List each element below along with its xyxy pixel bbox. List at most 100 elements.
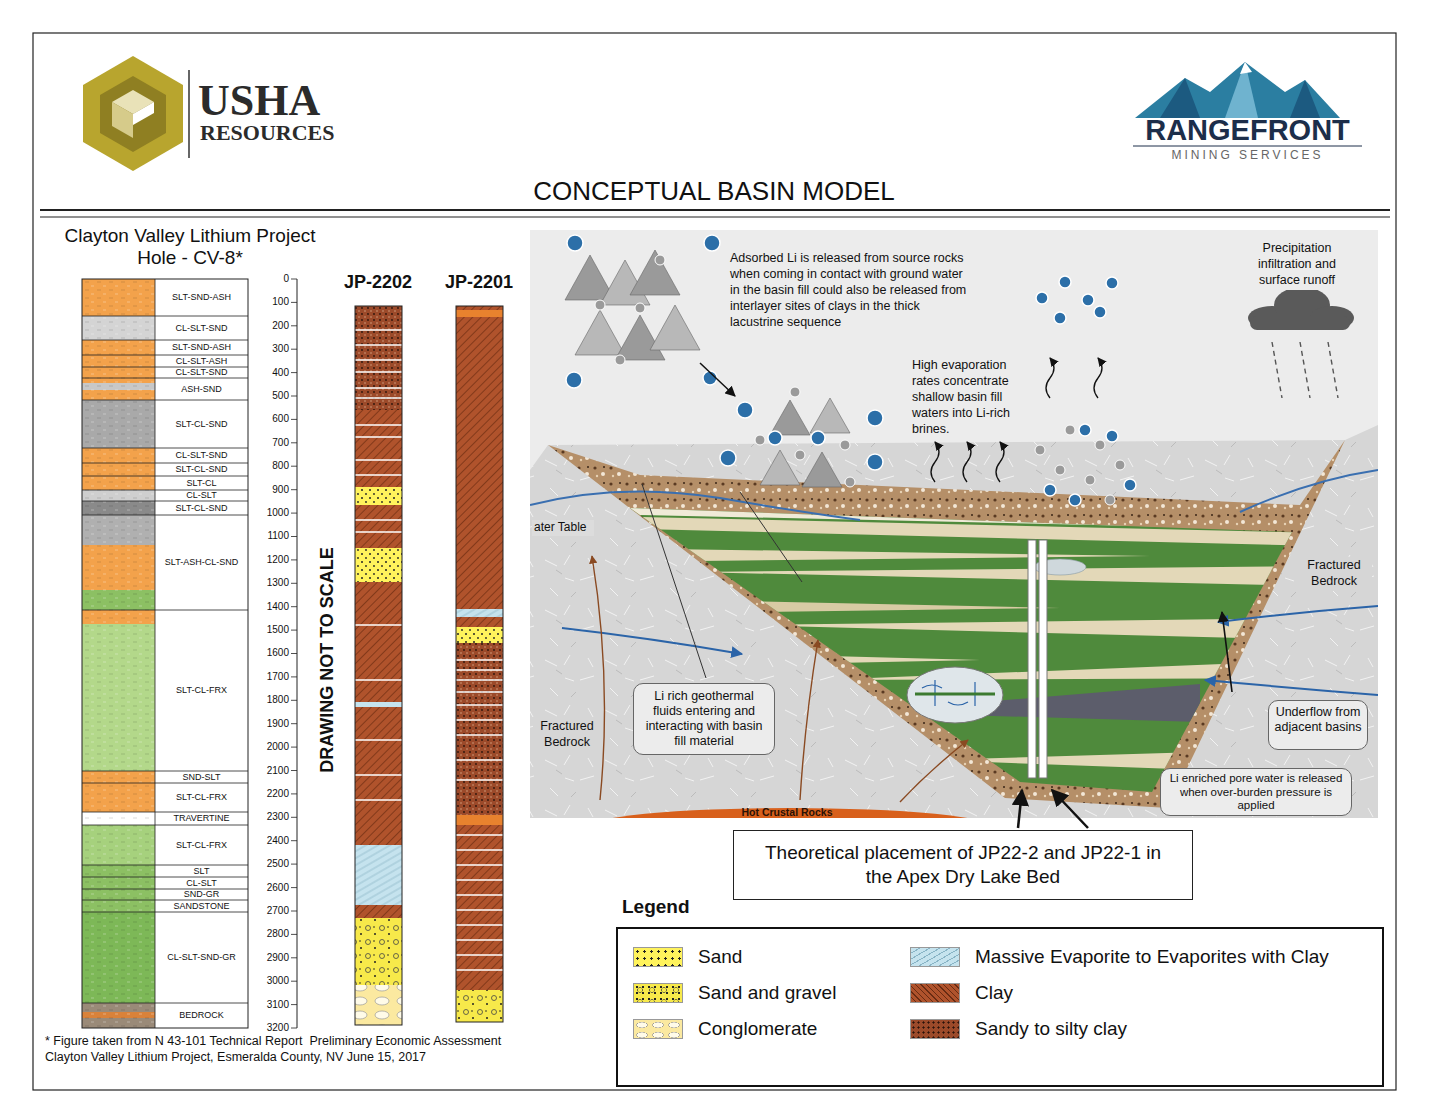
stratum-label: SLT-CL-SND (157, 401, 246, 448)
depth-value: 800 (246, 460, 289, 472)
depth-value: 3200 (246, 1022, 289, 1034)
depth-value: 2000 (246, 741, 289, 753)
node-text: Li enriched pore water is released when … (1167, 772, 1345, 813)
stratum-label: CL-SLT-SND (157, 317, 246, 340)
company-tagline: MINING SERVICES (1140, 148, 1355, 164)
process-note: High evaporation rates concentrate shall… (912, 357, 1034, 439)
stratum-label: CL-SLT (157, 878, 246, 889)
footnote: Clayton Valley Lithium Project, Esmerald… (45, 1050, 605, 1066)
depth-value: 1700 (246, 671, 289, 683)
legend-text: Sand and gravel (698, 980, 903, 1006)
scale-note: DRAWING NOT TO SCALE (316, 520, 338, 800)
depth-value: 3000 (246, 975, 289, 987)
depth-value: 900 (246, 484, 289, 496)
depth-value: 500 (246, 390, 289, 402)
stratum-label: SLT-SND-ASH (157, 341, 246, 355)
stratum-label: SLT-ASH-CL-SND (157, 516, 246, 610)
company-name: RESOURCES (200, 120, 370, 148)
node-text-group: Li enriched pore water is released when … (1167, 772, 1345, 813)
stratum-label: SLT-CL-FRX (157, 826, 246, 865)
stratum-label: ASH-SND (157, 379, 246, 400)
depth-value: 600 (246, 413, 289, 425)
stratum-label: SLT-CL-FRX (157, 784, 246, 812)
legend-title: Legend (622, 896, 722, 920)
depth-value: 2900 (246, 952, 289, 964)
stratum-label: SLT-CL-SND (157, 464, 246, 476)
footnote: * Figure taken from N 43-101 Technical R… (45, 1034, 605, 1050)
stratum-label: CL-SLT-SND-GR (157, 913, 246, 1003)
legend-swatch (633, 947, 683, 967)
legend-swatch (910, 983, 960, 1003)
depth-value: 2200 (246, 788, 289, 800)
column-heading: Clayton Valley Lithium Project (40, 225, 340, 249)
map-label: Fractured Bedrock (533, 718, 601, 752)
depth-value: 1900 (246, 718, 289, 730)
legend-text: Conglomerate (698, 1016, 903, 1042)
node-text: Underflow from adjacent basins (1274, 705, 1362, 735)
depth-value: 2300 (246, 811, 289, 823)
depth-value: 2700 (246, 905, 289, 917)
legend-swatch (910, 1019, 960, 1039)
stratum-label: SLT (157, 866, 246, 877)
stratum-label: SND-GR (157, 890, 246, 900)
stratum-label: SLT-CL-FRX (157, 611, 246, 771)
depth-value: 200 (246, 320, 289, 332)
depth-value: 0 (246, 273, 289, 285)
stratum-label: TRAVERTINE (157, 813, 246, 825)
stratum-label: SLT-CL-SND (157, 502, 246, 515)
depth-value: 2800 (246, 928, 289, 940)
hole-name: JP-2201 (434, 272, 524, 294)
depth-value: 300 (246, 343, 289, 355)
process-note: Adsorbed Li is released from source rock… (730, 250, 970, 350)
map-label: Hot Crustal Rocks (712, 806, 862, 819)
stratum-label: SLT-SND-ASH (157, 280, 246, 316)
callout-box: Theoretical placement of JP22-2 and JP22… (733, 830, 1193, 900)
annotation-box: Li enriched pore water is released when … (1160, 768, 1352, 816)
node-text-group: Li rich geothermal fluids entering and i… (640, 689, 768, 749)
map-label: Fractured Bedrock (1296, 557, 1372, 591)
stratum-label: SLT-CL (157, 477, 246, 490)
stratum-label: SND-SLT (157, 772, 246, 783)
depth-value: 1400 (246, 601, 289, 613)
depth-value: 2600 (246, 882, 289, 894)
diagram-title: CONCEPTUAL BASIN MODEL (414, 176, 1014, 207)
node-text-group: Theoretical placement of JP22-2 and JP22… (752, 841, 1174, 889)
legend-swatch (633, 983, 683, 1003)
hole-name: JP-2202 (333, 272, 423, 294)
legend-swatch (633, 1019, 683, 1039)
stratum-label: CL-SLT-SND (157, 449, 246, 463)
annotation-box: Underflow from adjacent basins (1268, 700, 1368, 750)
column-heading: Hole - CV-8* (40, 247, 340, 271)
depth-value: 700 (246, 437, 289, 449)
legend-text: Clay (975, 980, 1380, 1006)
depth-value: 2400 (246, 835, 289, 847)
depth-value: 1300 (246, 577, 289, 589)
node-text: Li rich geothermal fluids entering and i… (640, 689, 768, 749)
company-name: RANGEFRONT (1125, 114, 1370, 148)
legend-text: Massive Evaporite to Evaporites with Cla… (975, 944, 1380, 970)
company-name: USHA (198, 76, 368, 126)
legend-swatch (910, 947, 960, 967)
depth-value: 1100 (246, 530, 289, 542)
annotation-box: Li rich geothermal fluids entering and i… (633, 683, 775, 755)
depth-value: 100 (246, 296, 289, 308)
stratum-label: CL-SLT-SND (157, 368, 246, 378)
map-label: ater Table (532, 520, 594, 536)
depth-value: 1600 (246, 647, 289, 659)
depth-value: 1000 (246, 507, 289, 519)
legend-text: Sandy to silty clay (975, 1016, 1380, 1042)
depth-value: 1800 (246, 694, 289, 706)
depth-value: 3100 (246, 999, 289, 1011)
stratum-label: BEDROCK (157, 1004, 246, 1028)
legend-text: Sand (698, 944, 903, 970)
node-text-group: Underflow from adjacent basins (1274, 705, 1362, 735)
depth-value: 1500 (246, 624, 289, 636)
depth-value: 1200 (246, 554, 289, 566)
stratum-label: CL-SLT-ASH (157, 356, 246, 367)
stratum-label: CL-SLT (157, 491, 246, 501)
depth-value: 2500 (246, 858, 289, 870)
depth-value: 400 (246, 367, 289, 379)
node-text: Theoretical placement of JP22-2 and JP22… (752, 841, 1174, 889)
stratum-label: SANDSTONE (157, 901, 246, 912)
